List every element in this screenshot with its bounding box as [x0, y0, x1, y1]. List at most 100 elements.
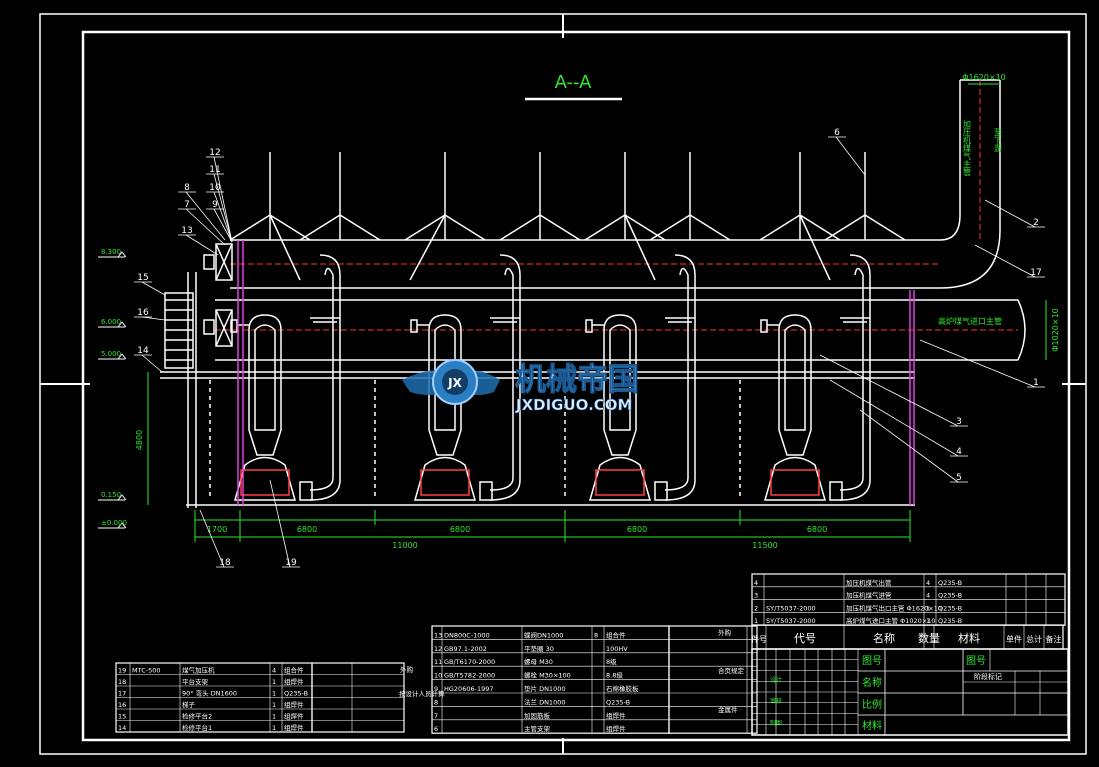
- callout-number: 6: [834, 128, 840, 138]
- centering-marks: [40, 14, 1086, 754]
- table-cell: Q235-B: [938, 579, 962, 587]
- label-drawn: 制图: [770, 719, 782, 727]
- table-cell: Q235-B: [606, 698, 630, 706]
- dim-height: 4800: [135, 430, 144, 450]
- main-pipes: [160, 79, 1026, 379]
- note-text: 合页规定: [718, 666, 745, 675]
- table-cell: 11: [434, 658, 442, 666]
- watermark-cn: 机械帝国: [515, 362, 639, 398]
- table-cell: 高炉煤气进口主管 Φ1020×10: [846, 616, 935, 625]
- label-drawing-no: 图号: [966, 655, 986, 667]
- callout-number: 17: [1030, 268, 1041, 278]
- header-cell: 单件: [1006, 634, 1022, 644]
- dim-total-2: 11500: [752, 541, 777, 550]
- table-cell: 主管支架: [524, 724, 551, 733]
- header-cell: 名称: [873, 631, 895, 645]
- table-cell: HG20606-1997: [444, 685, 494, 693]
- table-cell: 组焊件: [284, 712, 304, 721]
- table-cell: DN800C-1000: [444, 631, 490, 639]
- bom-header: 件号代号名称数量材料单件总计备注: [751, 624, 1064, 650]
- table-cell: 6: [434, 725, 438, 733]
- table-cell: 19: [118, 667, 126, 675]
- callout-number: 3: [956, 417, 962, 427]
- table-cell: 13: [434, 631, 442, 639]
- left-structure: [164, 243, 915, 508]
- watermark-badge: JX: [447, 376, 462, 390]
- parts-list-mid-notes: [668, 625, 758, 734]
- dim-pipe-top: Φ1620×10: [962, 73, 1006, 82]
- table-cell: 法兰 DN1000: [524, 697, 565, 706]
- table-cell: 组合件: [284, 666, 304, 675]
- label-check: 审核: [770, 697, 782, 705]
- callout-number: 7: [184, 200, 190, 210]
- dim-span-4: 6800: [627, 525, 647, 534]
- note-text: 外购: [400, 665, 414, 674]
- table-cell: 组焊件: [606, 711, 626, 720]
- label-title: 名称: [862, 676, 882, 689]
- section-title: A--A: [555, 72, 593, 93]
- callout-number: 8: [184, 183, 190, 193]
- dimension-texts: 1700 6800 6800 6800 6800 11000 11500 480…: [135, 73, 1060, 550]
- label-drawing-no: 图号: [862, 655, 882, 667]
- table-cell: 梯子: [182, 700, 196, 709]
- table-cell: 平垫圈 30: [524, 644, 554, 653]
- callout-number: 15: [137, 273, 148, 283]
- table-cell: 平台支架: [182, 677, 209, 686]
- callout-number: 9: [212, 200, 218, 210]
- table-cell: 14: [118, 724, 126, 732]
- label-scale: 比例: [862, 698, 882, 711]
- header-cell: 材料: [958, 631, 980, 645]
- table-cell: 18: [118, 678, 126, 686]
- table-cell: GB/T5782-2000: [444, 672, 495, 680]
- table-cell: 加压机煤气进管: [846, 591, 892, 600]
- table-cell: 组合件: [606, 630, 626, 639]
- callout-number: 11: [209, 165, 220, 175]
- table-cell: 12: [434, 645, 442, 653]
- table-cell: 组焊件: [284, 723, 304, 732]
- callout-number: 16: [137, 308, 149, 318]
- elevation-value: 8.300: [101, 248, 121, 256]
- label-vertical-side: 至下游: [994, 128, 1003, 153]
- blower-units: [230, 254, 871, 501]
- table-cell: SY/T5037-2000: [766, 617, 816, 625]
- blower-unit: [410, 254, 521, 501]
- watermark: JX 机械帝国 JXDIGUO.COM: [402, 359, 640, 414]
- table-cell: 8: [434, 698, 438, 706]
- table-cell: Q235-B: [938, 604, 962, 612]
- table-cell: 1: [272, 701, 276, 709]
- parts-list-left-notes: [311, 662, 405, 733]
- table-cell: 7: [434, 712, 438, 720]
- table-cell: 加压机煤气出口主管 Φ1620×10: [846, 603, 942, 612]
- table-cell: 石棉橡胶板: [606, 684, 639, 693]
- centerlines: [215, 80, 1018, 331]
- table-cell: 100HV: [606, 645, 628, 653]
- callout-number: 5: [956, 473, 962, 483]
- callout-number: 14: [137, 346, 149, 356]
- header-cell: 数量: [918, 632, 940, 645]
- table-cell: 9: [434, 685, 438, 693]
- label-material: 材料: [862, 719, 882, 732]
- table-cell: 1: [754, 617, 758, 625]
- note-text: 按设计人员计算: [399, 689, 445, 698]
- callout-number: 19: [285, 558, 297, 568]
- dim-span-2: 6800: [297, 525, 317, 534]
- dim-span-3: 6800: [450, 525, 470, 534]
- table-cell: 8.8级: [606, 671, 623, 680]
- table-cell: 90° 弯头 DN1600: [182, 689, 237, 698]
- table-cell: 15: [118, 713, 126, 721]
- label-main-vertical: 加压机煤气主管: [963, 119, 972, 177]
- callout-number: 10: [209, 183, 221, 193]
- table-cell: 螺母 M30: [524, 657, 553, 666]
- note-text: 金属件: [718, 705, 738, 714]
- table-cell: 1: [272, 713, 276, 721]
- table-cell: 螺栓 M30×100: [524, 671, 571, 680]
- dimension-lines: [147, 83, 1047, 542]
- pipe-labels: 加压机煤气主管 至下游 高炉煤气进口主管: [938, 119, 1003, 326]
- table-cell: 17: [118, 690, 126, 698]
- pipe-supports: [229, 152, 906, 281]
- table-cell: 2: [754, 604, 758, 612]
- dim-span-1: 1700: [207, 525, 227, 534]
